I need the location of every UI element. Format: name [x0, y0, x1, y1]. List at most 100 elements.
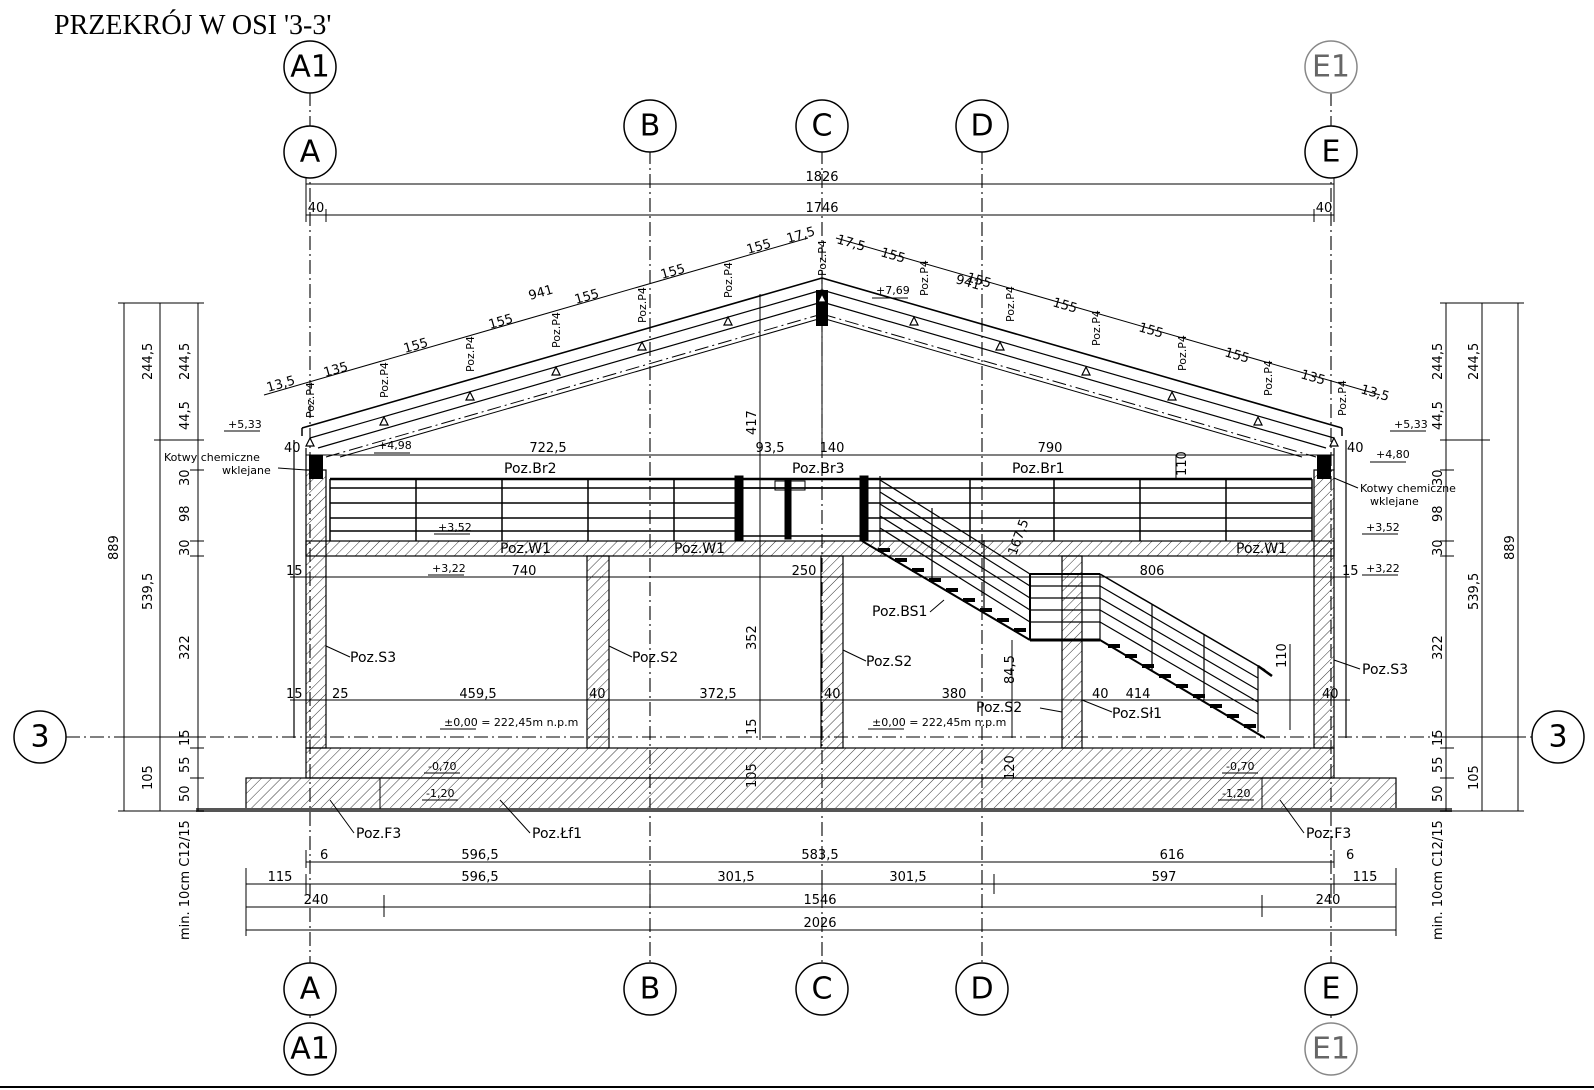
svg-text:15: 15 — [745, 718, 760, 735]
svg-text:110: 110 — [1175, 451, 1190, 476]
svg-text:155: 155 — [1051, 295, 1079, 316]
wall-outlines — [293, 440, 1347, 738]
svg-text:40: 40 — [589, 687, 606, 702]
svg-text:380: 380 — [942, 687, 967, 702]
svg-text:Poz.BS1: Poz.BS1 — [872, 604, 927, 620]
svg-text:240: 240 — [1316, 893, 1341, 908]
svg-text:40: 40 — [284, 441, 301, 456]
axis-bubble-A1-bottom: A1 — [283, 1022, 337, 1076]
svg-text:30: 30 — [1431, 469, 1446, 486]
svg-text:414: 414 — [1126, 687, 1151, 702]
svg-text:616: 616 — [1160, 848, 1185, 863]
roof-dims-left: 13,5 135 155 155 155 155 155 17,5 941 — [265, 224, 817, 395]
svg-text:244,5: 244,5 — [178, 343, 193, 380]
element-labels: Kotwy chemiczne wklejane Kotwy chemiczne… — [164, 451, 1456, 842]
svg-text:Poz.Br2: Poz.Br2 — [504, 461, 557, 477]
svg-text:250: 250 — [792, 564, 817, 579]
svg-text:105: 105 — [141, 765, 156, 790]
svg-text:17,5: 17,5 — [835, 232, 867, 254]
svg-text:Poz.P4: Poz.P4 — [464, 336, 477, 372]
svg-text:D: D — [970, 972, 993, 1007]
svg-text:105: 105 — [745, 763, 760, 788]
interior-dims: 40 722,5 93,5 140 790 40 417 110 167,5 1… — [284, 410, 1364, 788]
svg-text:E: E — [1322, 972, 1341, 1007]
svg-text:155: 155 — [1223, 345, 1251, 366]
svg-text:44,5: 44,5 — [1431, 401, 1446, 430]
svg-text:Poz.S2: Poz.S2 — [632, 650, 678, 666]
dim-end-left: 40 — [308, 201, 325, 216]
svg-text:84,5: 84,5 — [1003, 655, 1018, 684]
svg-text:539,5: 539,5 — [1467, 573, 1482, 610]
svg-text:806: 806 — [1140, 564, 1165, 579]
elevation-marks: +7,69 +5,33 +5,33 +4,98 +4,80 +3,52 +3,5… — [228, 284, 1428, 800]
svg-text:+7,69: +7,69 — [876, 284, 910, 297]
svg-text:155: 155 — [879, 245, 907, 266]
svg-text:Poz.P4: Poz.P4 — [722, 262, 735, 298]
svg-text:889: 889 — [1503, 535, 1518, 560]
svg-text:15: 15 — [178, 729, 193, 746]
axis-bubble-3-right: 3 — [1531, 710, 1585, 764]
svg-text:Poz.P4: Poz.P4 — [918, 260, 931, 296]
svg-text:40: 40 — [1347, 441, 1364, 456]
svg-text:240: 240 — [304, 893, 329, 908]
svg-text:±0,00 = 222,45m n.p.m: ±0,00 = 222,45m n.p.m — [444, 716, 578, 729]
svg-text:3: 3 — [30, 720, 49, 755]
svg-text:15: 15 — [286, 687, 303, 702]
axis-bubble-E1-bottom: E1 — [1304, 1022, 1358, 1076]
anchor-bolts — [309, 455, 1331, 479]
svg-text:Poz.W1: Poz.W1 — [500, 541, 551, 557]
svg-text:A: A — [300, 135, 321, 170]
svg-text:596,5: 596,5 — [461, 848, 498, 863]
axis-bubble-C-bottom: C — [795, 962, 849, 1016]
svg-text:1546: 1546 — [803, 893, 836, 908]
anchor-label-left: Kotwy chemiczne — [164, 451, 260, 464]
side-dimension-lines-right — [1440, 302, 1524, 812]
svg-text:13,5: 13,5 — [1359, 382, 1391, 404]
svg-text:98: 98 — [178, 505, 193, 522]
svg-text:+5,33: +5,33 — [1394, 418, 1428, 431]
svg-text:C: C — [812, 972, 833, 1007]
svg-text:790: 790 — [1038, 441, 1063, 456]
roof-dimension-lines — [263, 237, 1381, 396]
svg-text:Poz.W1: Poz.W1 — [1236, 541, 1287, 557]
svg-text:15: 15 — [286, 564, 303, 579]
elevation-ticks — [224, 297, 1426, 801]
svg-text:322: 322 — [1431, 635, 1446, 660]
axis-bubble-E-bottom: E — [1304, 962, 1358, 1016]
svg-text:941: 941 — [527, 283, 555, 304]
bottom-dimension-lines — [245, 850, 1397, 936]
dim-overall: 1826 — [805, 170, 838, 185]
top-dimension-lines — [305, 178, 1335, 222]
svg-text:E1: E1 — [1312, 50, 1350, 85]
svg-text:+3,22: +3,22 — [1366, 562, 1400, 575]
svg-text:Poz.S3: Poz.S3 — [350, 650, 396, 666]
ground-line — [196, 778, 1452, 812]
hatched-structure — [245, 469, 1397, 810]
svg-text:244,5: 244,5 — [141, 343, 156, 380]
svg-text:155: 155 — [487, 312, 515, 333]
svg-text:13,5: 13,5 — [265, 373, 297, 395]
svg-text:Poz.P4: Poz.P4 — [378, 362, 391, 398]
svg-text:Poz.P4: Poz.P4 — [1004, 286, 1017, 322]
svg-text:155: 155 — [402, 336, 430, 357]
balustrade — [329, 477, 1313, 541]
svg-text:Poz.P4: Poz.P4 — [304, 382, 317, 418]
svg-text:322: 322 — [178, 635, 193, 660]
svg-text:105: 105 — [1467, 765, 1482, 790]
side-dims-left: 244,5 244,5 44,5 889 539,5 30 98 30 322 … — [107, 343, 193, 940]
svg-text:110: 110 — [1275, 643, 1290, 668]
drawing-title: PRZEKRÓJ W OSI '3-3' — [54, 10, 332, 41]
svg-text:301,5: 301,5 — [717, 870, 754, 885]
svg-text:50: 50 — [178, 785, 193, 802]
svg-text:+3,52: +3,52 — [1366, 521, 1400, 534]
svg-text:B: B — [640, 972, 661, 1007]
svg-text:-1,20: -1,20 — [426, 787, 454, 800]
svg-text:155: 155 — [659, 262, 687, 283]
svg-text:155: 155 — [965, 270, 993, 291]
dim-inner: 1746 — [805, 201, 838, 216]
svg-text:55: 55 — [178, 756, 193, 773]
svg-text:98: 98 — [1431, 505, 1446, 522]
svg-text:140: 140 — [820, 441, 845, 456]
svg-text:15: 15 — [1431, 729, 1446, 746]
